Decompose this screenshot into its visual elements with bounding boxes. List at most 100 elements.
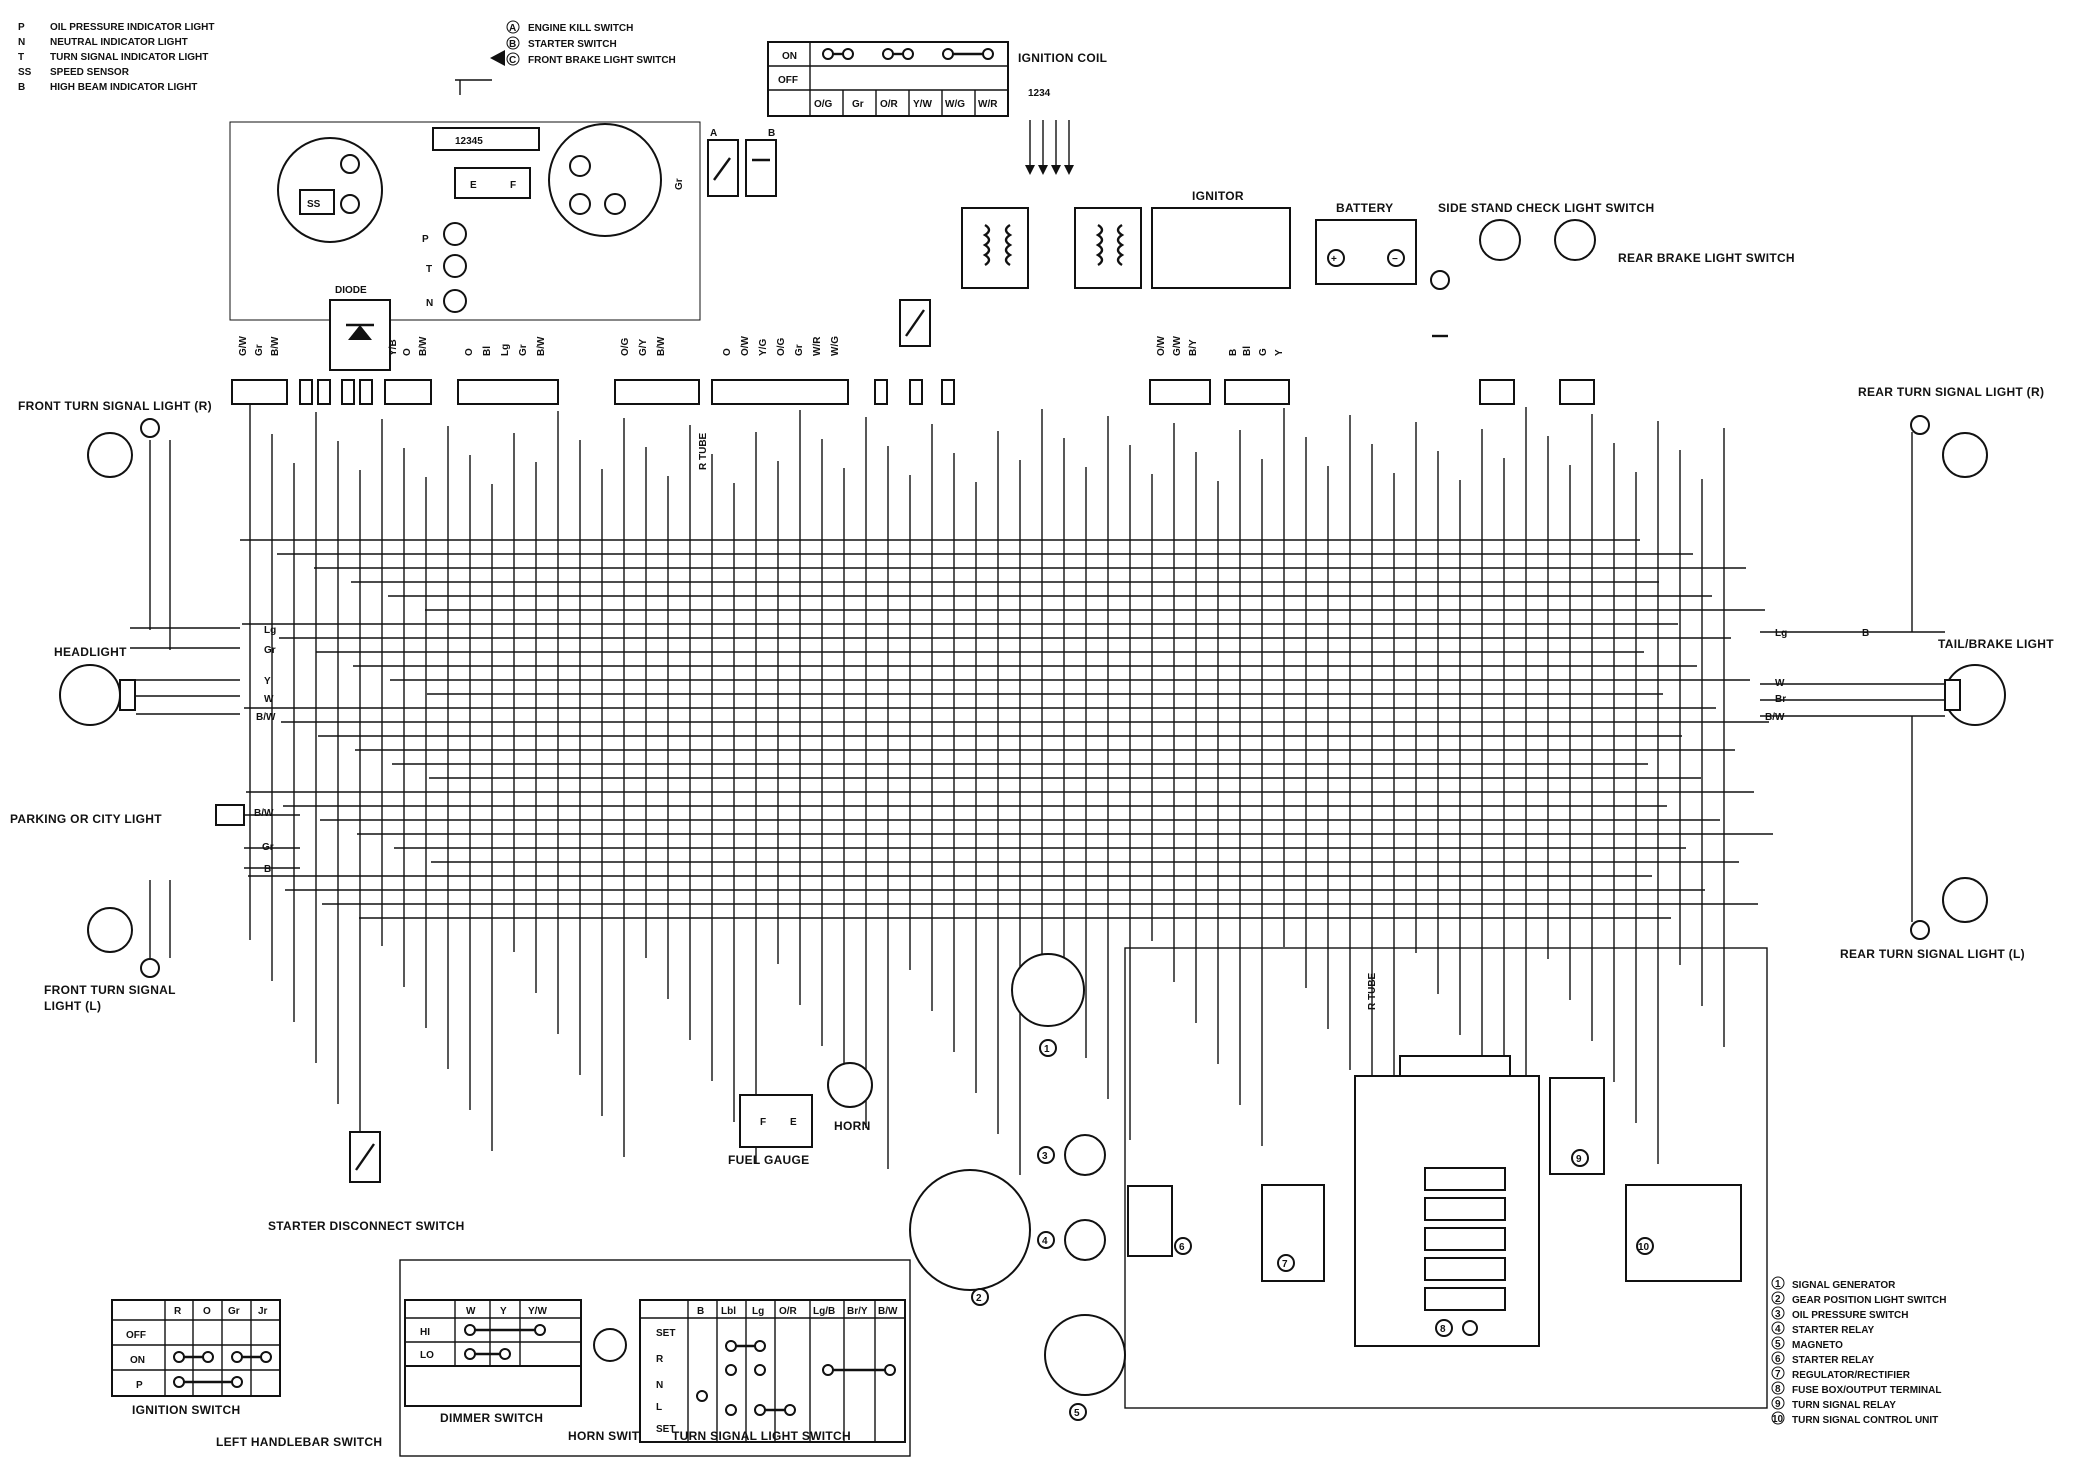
legend-code-0: P	[18, 22, 25, 33]
horn-switch-label: HORN SWITCH	[568, 1429, 657, 1443]
wc-tl-1: Gr	[254, 344, 265, 356]
turn-row-0: SET	[656, 1328, 675, 1339]
wc-it-0: O/W	[1156, 335, 1167, 356]
side-stand-switch: SIDE STAND CHECK LIGHT SWITCH REAR BRAKE…	[1438, 201, 1795, 265]
dim-col-1: Y	[500, 1306, 507, 1317]
wc-it-1: G/W	[1172, 335, 1183, 356]
gear-digits: 12345	[455, 136, 483, 147]
wc-it-4: Bl	[1242, 346, 1253, 356]
tail-brake-light: TAIL/BRAKE LIGHT	[1938, 637, 2054, 726]
dimmer-switch-label: DIMMER SWITCH	[440, 1411, 543, 1425]
svg-text:1: 1	[1775, 1279, 1781, 1290]
turn-col-2: Lg	[752, 1306, 764, 1317]
svg-text:7: 7	[1282, 1259, 1288, 1270]
meter-connectors	[231, 379, 1595, 405]
turn-col-1: Lbl	[721, 1306, 736, 1317]
dim-col-2: Y/W	[528, 1306, 547, 1317]
legend-comp-4: MAGNETO	[1792, 1340, 1843, 1351]
dim-row-1: LO	[420, 1350, 434, 1361]
svg-text:4: 4	[1775, 1324, 1781, 1335]
legend-comp-0: SIGNAL GENERATOR	[1792, 1280, 1896, 1291]
svg-text:3: 3	[1775, 1309, 1781, 1320]
wc-ig-1: O/W	[740, 335, 751, 356]
wc-in-4: B/W	[536, 336, 547, 356]
rear-turn-r-label: REAR TURN SIGNAL LIGHT (R)	[1858, 385, 2044, 399]
svg-text:5: 5	[1775, 1339, 1781, 1350]
svg-text:1: 1	[1044, 1044, 1050, 1055]
legend-comp-2: OIL PRESSURE SWITCH	[1792, 1310, 1909, 1321]
ign-sw-col-2: Gr	[228, 1306, 240, 1317]
left-handlebar-label: LEFT HANDLEBAR SWITCH	[216, 1435, 382, 1449]
svg-text:5: 5	[1074, 1408, 1080, 1419]
svg-text:9: 9	[1576, 1154, 1582, 1165]
front-turn-l-label-1: FRONT TURN SIGNAL	[44, 983, 176, 997]
parking-light: PARKING OR CITY LIGHT	[10, 804, 245, 826]
tl-wire-0: Lg	[1775, 628, 1787, 639]
wc-it-2: B/Y	[1188, 339, 1199, 356]
ign-col-0: O/G	[814, 99, 833, 110]
ignitor: IGNITOR	[1151, 189, 1291, 289]
ign-col-5: W/R	[978, 99, 998, 110]
wc-tc-3: Gr	[674, 178, 685, 190]
svg-text:−: −	[1392, 254, 1398, 265]
legend-comp-3: STARTER RELAY	[1792, 1325, 1875, 1336]
ign-col-1: Gr	[852, 99, 864, 110]
svg-text:F: F	[760, 1117, 766, 1128]
svg-text:6: 6	[1179, 1242, 1185, 1253]
r-tube-label-1: R TUBE	[698, 432, 709, 470]
svg-text:8: 8	[1440, 1324, 1446, 1335]
wc-in-3: Gr	[518, 344, 529, 356]
svg-text:N: N	[426, 298, 433, 309]
wc-ig-3: O/G	[776, 337, 787, 356]
ignitor-label: IGNITOR	[1192, 189, 1244, 203]
wc-ig-6: W/G	[830, 336, 841, 356]
battery-label: BATTERY	[1336, 201, 1393, 215]
legend-switch-text-1: STARTER SWITCH	[528, 39, 617, 50]
turn-col-3: O/R	[779, 1306, 798, 1317]
pk-wire-0: B/W	[254, 808, 274, 819]
legend-text-1: NEUTRAL INDICATOR LIGHT	[50, 37, 188, 48]
tl-wire-1: B	[1862, 628, 1869, 639]
svg-text:SS: SS	[307, 199, 321, 210]
top-wire-codes: G/W Gr B/W Y/B O B/W O Bl Lg Gr B/W O/G …	[238, 178, 1285, 356]
svg-text:7: 7	[1775, 1369, 1781, 1380]
wc-it-6: Y	[1274, 349, 1285, 356]
svg-text:9: 9	[1775, 1399, 1781, 1410]
ign-sw-row-1: ON	[130, 1355, 145, 1366]
turn-col-6: B/W	[878, 1306, 898, 1317]
wc-tl-0: G/W	[238, 335, 249, 356]
wc-it-5: G	[1258, 348, 1269, 356]
starter-disconnect-label: STARTER DISCONNECT SWITCH	[268, 1219, 465, 1233]
legend-text-0: OIL PRESSURE INDICATOR LIGHT	[50, 22, 214, 33]
diode: DIODE	[329, 285, 391, 371]
ign-col-3: Y/W	[913, 99, 932, 110]
turn-row-3: L	[656, 1402, 662, 1413]
svg-text:4: 4	[1042, 1236, 1048, 1247]
tl-wire-2: W	[1775, 678, 1785, 689]
svg-text:B: B	[768, 128, 775, 139]
ign-col-4: W/G	[945, 99, 965, 110]
ignition-switch-table: R O Gr Jr OFF ON P IGNITION SWITCH	[111, 1299, 281, 1417]
hl-wire-2: Y	[264, 676, 271, 687]
parking-label: PARKING OR CITY LIGHT	[10, 812, 162, 826]
ign-row-off: OFF	[778, 75, 798, 86]
ignition-coil: 1234	[961, 88, 1142, 289]
svg-text:8: 8	[1775, 1384, 1781, 1395]
ign-sw-col-0: R	[174, 1306, 182, 1317]
turn-signal-switch-table: B Lbl Lg O/R Lg/B Br/Y B/W SET R N L SET…	[216, 1299, 906, 1449]
wc-tl-2: B/W	[270, 336, 281, 356]
svg-text:A: A	[710, 128, 717, 139]
horn: HORN	[827, 1062, 873, 1133]
legend-top-left: P OIL PRESSURE INDICATOR LIGHT N NEUTRAL…	[18, 22, 214, 93]
tl-wire-3: Br	[1775, 694, 1786, 705]
ign-col-2: O/R	[880, 99, 899, 110]
legend-switch-text-2: FRONT BRAKE LIGHT SWITCH	[528, 55, 676, 66]
battery: + − BATTERY	[1315, 201, 1450, 338]
wc-mm-2: B/W	[418, 336, 429, 356]
wc-tc-0: O/G	[620, 337, 631, 356]
legend-comp-6: REGULATOR/RECTIFIER	[1792, 1370, 1911, 1381]
